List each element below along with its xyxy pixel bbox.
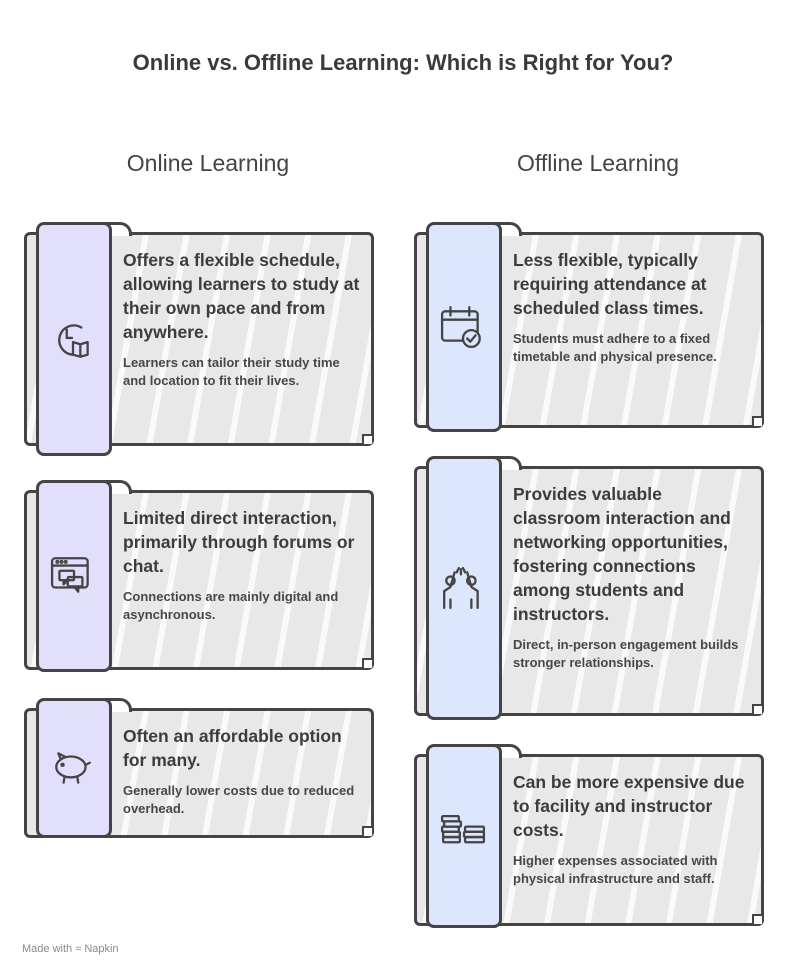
card-main-text: Can be more expensive due to facility an… bbox=[513, 772, 745, 840]
napkin-brand: Napkin bbox=[84, 943, 119, 955]
page-fold bbox=[752, 914, 762, 924]
column-heading-offline: Offline Learning bbox=[517, 150, 679, 176]
color-band bbox=[426, 456, 502, 720]
card-sub-text: Direct, in-person engagement builds stro… bbox=[513, 637, 739, 670]
card-text: Often an affordable option for many. Gen… bbox=[123, 724, 361, 818]
color-band bbox=[426, 744, 502, 928]
color-band bbox=[426, 222, 502, 432]
napkin-logo-icon: ≈ bbox=[75, 943, 82, 955]
color-band bbox=[36, 698, 112, 838]
card-main-text: Offers a flexible schedule, allowing lea… bbox=[123, 250, 360, 342]
card-text: Provides valuable classroom interaction … bbox=[513, 482, 751, 672]
calendar-check-icon bbox=[440, 305, 481, 349]
page-title: Online vs. Offline Learning: Which is Ri… bbox=[132, 50, 674, 75]
card-main-text: Limited direct interaction, primarily th… bbox=[123, 508, 355, 576]
made-with-label: Made with bbox=[22, 943, 73, 955]
page-fold bbox=[362, 826, 372, 836]
card-text: Less flexible, typically requiring atten… bbox=[513, 248, 751, 366]
piggy-bank-icon bbox=[55, 752, 91, 784]
card-main-text: Less flexible, typically requiring atten… bbox=[513, 250, 707, 318]
clock-book-icon bbox=[58, 324, 89, 358]
chat-window-icon bbox=[50, 557, 89, 593]
page-fold bbox=[752, 704, 762, 714]
column-heading-online: Online Learning bbox=[126, 150, 290, 176]
page-fold bbox=[362, 658, 372, 668]
page-fold bbox=[752, 416, 762, 426]
color-band bbox=[36, 222, 112, 456]
coin-stacks-icon bbox=[440, 814, 486, 844]
card-sub-text: Generally lower costs due to reduced ove… bbox=[123, 783, 355, 816]
card-text: Limited direct interaction, primarily th… bbox=[123, 506, 361, 624]
high-five-icon bbox=[443, 566, 479, 610]
card-sub-text: Higher expenses associated with physical… bbox=[513, 853, 718, 886]
page-fold bbox=[362, 434, 372, 444]
card-sub-text: Learners can tailor their study time and… bbox=[123, 355, 340, 388]
footer: Made with ≈ Napkin bbox=[22, 943, 119, 955]
card-sub-text: Students must adhere to a fixed timetabl… bbox=[513, 331, 717, 364]
card-main-text: Provides valuable classroom interaction … bbox=[513, 484, 731, 624]
card-sub-text: Connections are mainly digital and async… bbox=[123, 589, 339, 622]
card-text: Offers a flexible schedule, allowing lea… bbox=[123, 248, 361, 390]
card-text: Can be more expensive due to facility an… bbox=[513, 770, 751, 888]
card-main-text: Often an affordable option for many. bbox=[123, 726, 342, 770]
